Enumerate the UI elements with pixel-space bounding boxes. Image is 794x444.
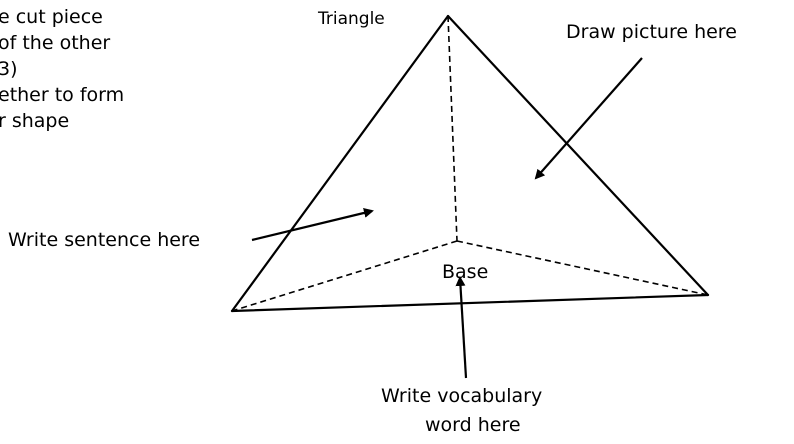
- left-edge: [230, 14, 450, 313]
- fold-lines: [231, 15, 709, 312]
- base-label: Base: [442, 261, 488, 283]
- write-vocab-label-line-1: Write vocabulary: [381, 385, 542, 407]
- instructions-text: e cut piece of the other 3) ether to for…: [0, 6, 124, 132]
- bottom-edge: [230, 293, 710, 313]
- right-edge: [446, 14, 710, 297]
- instruction-line-5: r shape: [0, 110, 69, 132]
- right-base-fold-line: [456, 240, 709, 296]
- draw-picture-arrow: [534, 57, 643, 180]
- pyramid-outline: [230, 14, 710, 313]
- write-sentence-label: Write sentence here: [8, 229, 200, 251]
- draw-picture-label: Draw picture here: [566, 21, 737, 43]
- instruction-line-2: of the other: [0, 32, 110, 54]
- write-vocab-label-line-2: word here: [425, 414, 521, 436]
- instruction-line-3: 3): [0, 58, 18, 80]
- left-base-fold-line: [231, 240, 458, 312]
- instruction-line-1: e cut piece: [0, 6, 103, 28]
- write-sentence-arrow: [251, 208, 374, 242]
- triangle-label: Triangle: [317, 9, 385, 29]
- instruction-line-4: ether to form: [0, 84, 124, 106]
- write-vocab-arrow: [455, 276, 468, 379]
- vertical-fold-line: [447, 15, 458, 242]
